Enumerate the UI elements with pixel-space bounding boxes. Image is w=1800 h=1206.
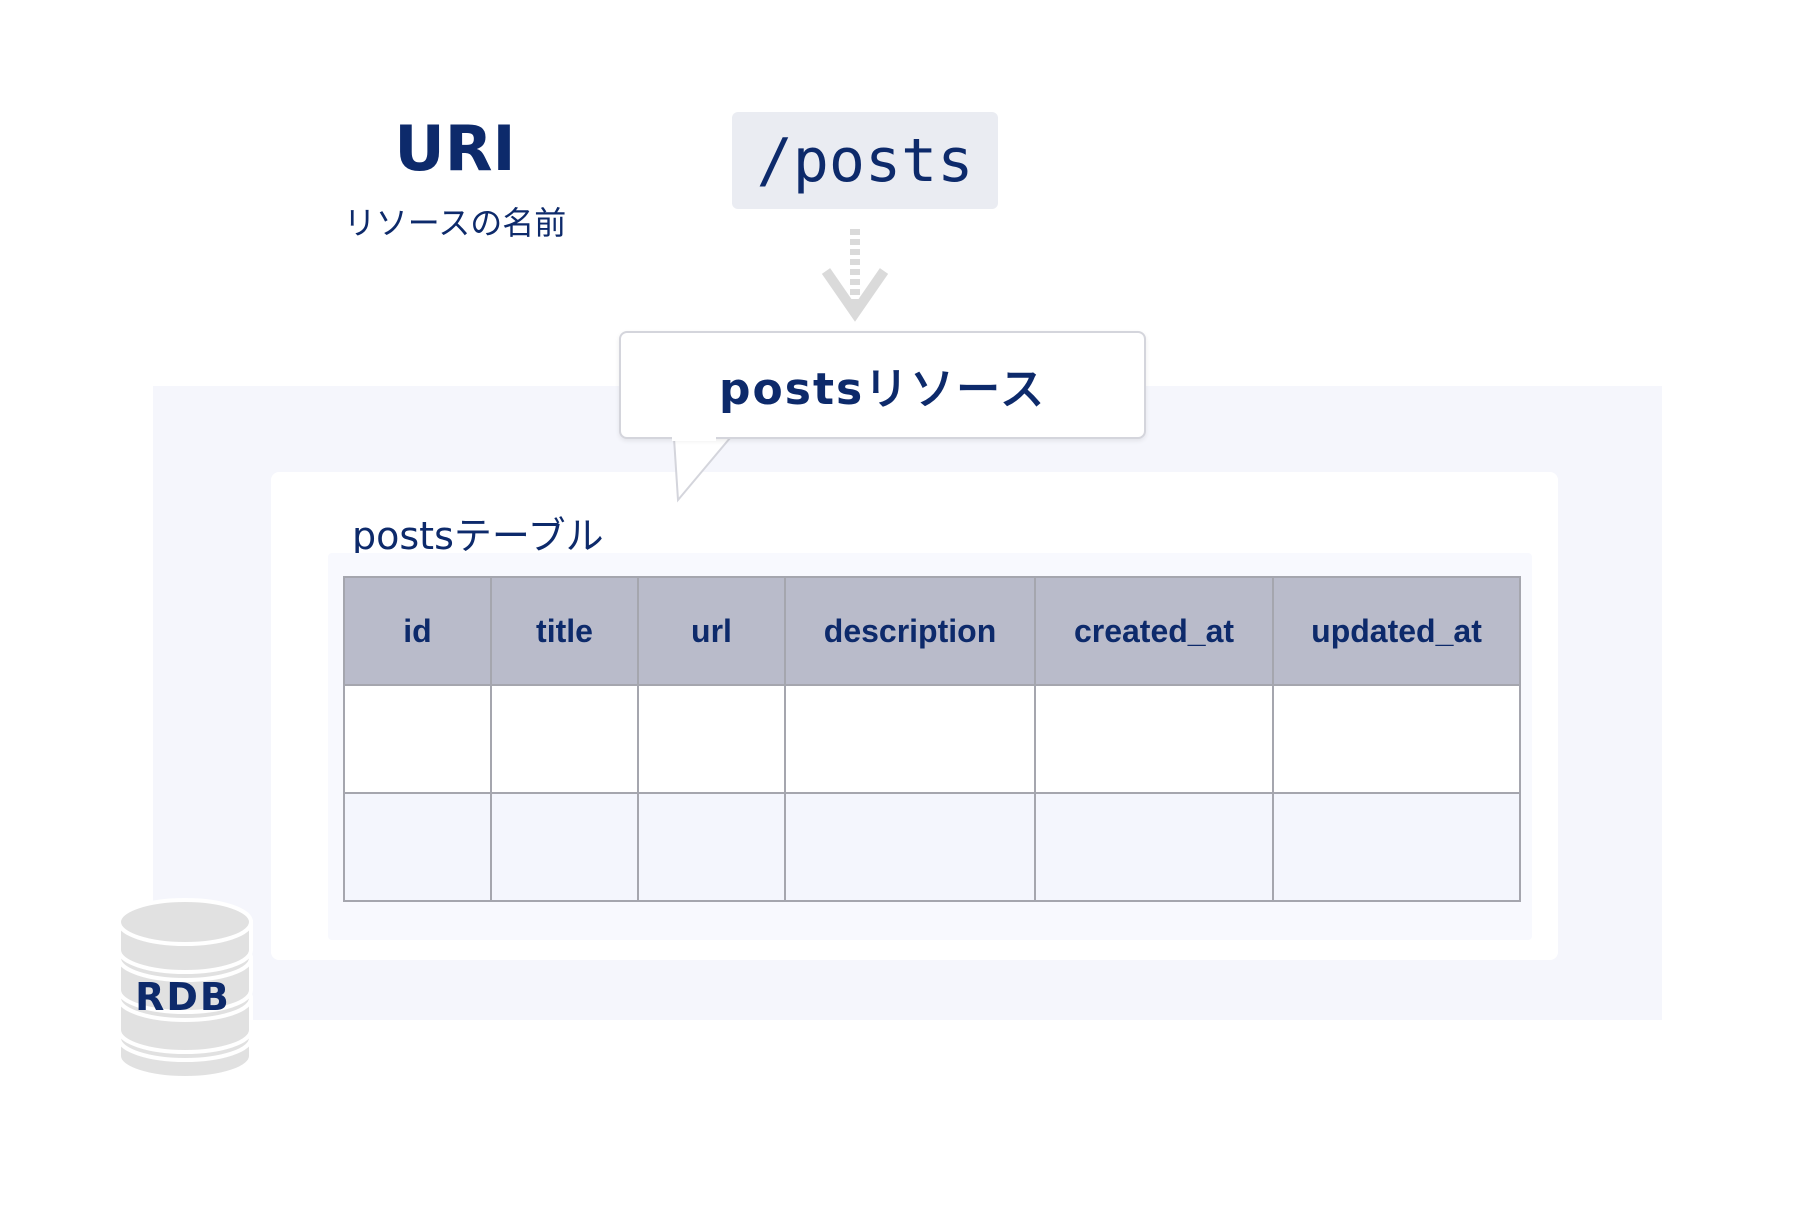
column-header-url: url bbox=[637, 576, 786, 686]
table-cell bbox=[784, 684, 1036, 794]
table-cell bbox=[343, 684, 492, 794]
table-cell bbox=[343, 792, 492, 902]
column-header-updated-at: updated_at bbox=[1272, 576, 1521, 686]
database-label: RDB bbox=[135, 975, 231, 1019]
table-title: postsテーブル bbox=[352, 514, 604, 558]
uri-subtitle: リソースの名前 bbox=[343, 204, 567, 242]
table-row bbox=[343, 792, 1521, 902]
table-cell bbox=[1272, 792, 1521, 902]
uri-title: URI bbox=[394, 112, 516, 185]
column-header-description: description bbox=[784, 576, 1036, 686]
posts-table: id title url description created_at upda… bbox=[343, 576, 1521, 902]
column-header-id: id bbox=[343, 576, 492, 686]
table-cell bbox=[490, 792, 639, 902]
table-cell bbox=[1272, 684, 1521, 794]
table-cell bbox=[784, 792, 1036, 902]
callout-pointer-join bbox=[672, 437, 716, 441]
table-cell bbox=[1034, 684, 1274, 794]
table-cell bbox=[490, 684, 639, 794]
table-cell bbox=[637, 792, 786, 902]
arrow-down-icon bbox=[821, 229, 889, 322]
column-header-created-at: created_at bbox=[1034, 576, 1274, 686]
uri-path: /posts bbox=[732, 112, 998, 209]
table-row bbox=[343, 684, 1521, 794]
table-header-row: id title url description created_at upda… bbox=[343, 576, 1521, 686]
column-header-title: title bbox=[490, 576, 639, 686]
database-icon bbox=[117, 898, 253, 1080]
resource-callout: postsリソース bbox=[619, 331, 1146, 439]
table-cell bbox=[637, 684, 786, 794]
table-cell bbox=[1034, 792, 1274, 902]
